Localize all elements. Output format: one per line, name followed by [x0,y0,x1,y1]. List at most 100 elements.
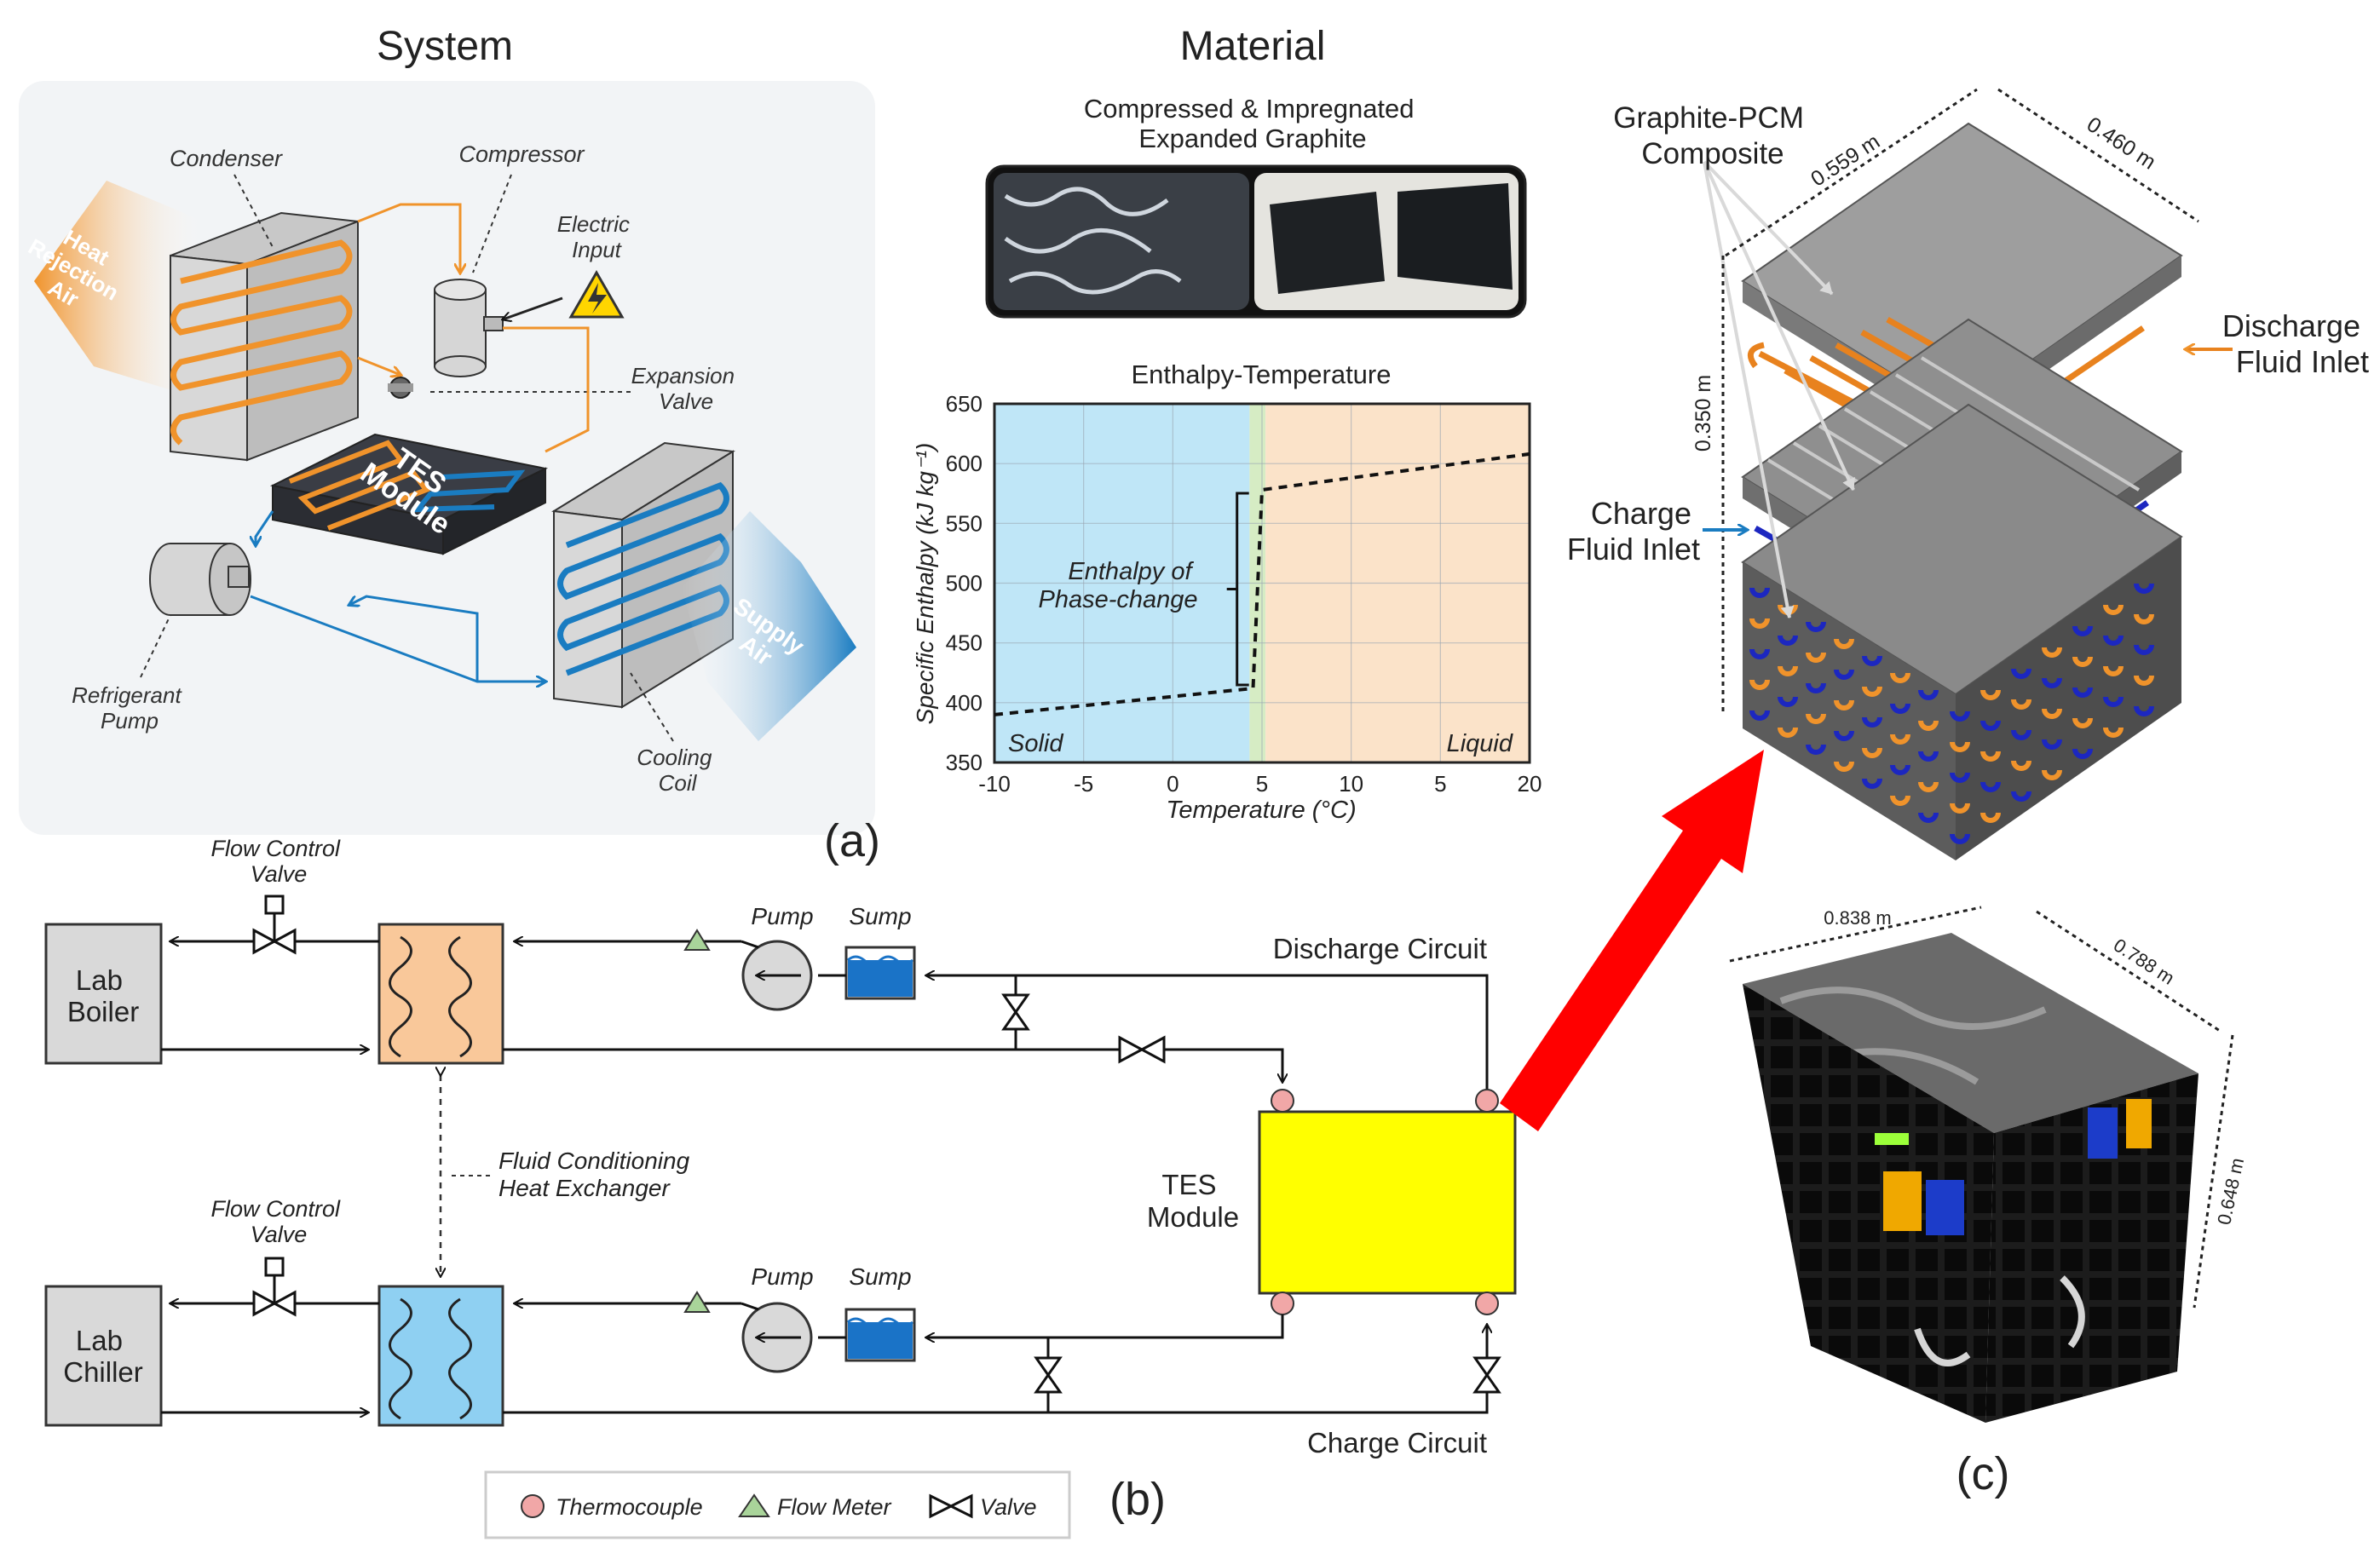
grid [994,404,1530,762]
tube-end-cap [2134,675,2154,686]
system-panel: System Heat Rejection Air Condenser Comp… [19,24,880,866]
tube-end-cap [2042,647,2062,658]
tube-end-cap [1749,587,1770,598]
dim-460: 0.460 m [2083,112,2160,175]
dim-559: 0.559 m [1807,129,1884,192]
pump-upper-label: Pump [751,903,813,929]
pump-lower-outlet [741,1302,759,1311]
refrigerant-cold-line-1 [256,510,274,545]
tube-end-cap [1778,727,1798,738]
flow-control-valve-upper-label: Flow Control Valve [210,836,346,887]
tube-end-cap [1918,781,1939,792]
tube-end-cap [2011,729,2031,740]
refrigerant-pump-leader [140,614,171,678]
x-tick-label: 5 [1256,771,1268,797]
tube-end-cap [1980,720,2001,731]
y-axis-label: Specific Enthalpy (kJ kg⁻¹) [912,443,938,725]
panel-a-label: (a) [824,815,880,866]
y-tick-label: 500 [946,571,983,596]
x-tick-label: 0 [1167,771,1178,797]
pump-lower-label: Pump [751,1263,813,1290]
phase-change-bracket [1226,492,1249,687]
crate-photo [1743,933,2198,1423]
tube-end-cap [1980,812,2001,823]
composite-pointer-1 [1703,160,1834,296]
tube-end-cap [1749,618,1770,629]
valve-lower-bypass [1034,1356,1063,1394]
tube-end-cap [1834,669,1854,680]
panel-c-label: (c) [1956,1448,2010,1499]
valve-upper-main [1118,1035,1166,1064]
legend-flow-meter-icon [738,1493,770,1517]
tube-end-cap [2072,748,2093,759]
tube-end-cap [1749,648,1770,659]
tube-end-cap [2042,769,2062,780]
refrigerant-pump [149,543,251,616]
chart-title: Enthalpy-Temperature [1132,360,1392,389]
dim-350: 0.350 m [1691,375,1715,452]
tube-end-cap [1980,781,2001,792]
condenser-coil [170,211,359,462]
tube-end-cap [2134,644,2154,655]
y-tick-label: 350 [946,750,983,775]
tube-end-cap [1834,730,1854,741]
tes-module-b-label: TES Module [1147,1169,1239,1233]
discharge-return-line [926,975,1489,1099]
compressor [434,279,504,377]
tube-end-caps [1749,583,2154,844]
fluid-conditioning-label: Fluid Conditioning Heat Exchanger [498,1148,696,1201]
electric-input-label: Electric Input [557,211,636,262]
lab-chiller [44,1285,163,1427]
plot-frame [993,402,1531,764]
tube-end-cap [1918,812,1939,823]
tube-end-cap [1862,716,1882,728]
tube-end-cap [1778,696,1798,707]
dim-788-line [2036,910,2221,1033]
tube-end-cap [1890,703,1910,714]
charge-inlet-label: Charge Fluid Inlet [1567,496,1700,567]
x-axis-label: Temperature (°C) [1166,797,1356,824]
y-tick-label: 550 [946,510,983,536]
sump-lower-water [848,1322,913,1359]
discharge-inlet-label: Discharge Fluid Inlet [2222,308,2369,379]
x-tick-label: 20 [1518,771,1542,797]
x-tick-label: -5 [1074,771,1093,797]
tube-end-cap [1806,621,1826,632]
charge-circuit-label: Charge Circuit [1307,1427,1487,1458]
sump-lower-label: Sump [849,1263,911,1290]
dim-460-line [1997,88,2199,223]
tube-end-cap [1890,733,1910,745]
heat-rejection-air-arrow [34,181,205,400]
refrigerant-cold-line-3 [349,595,479,682]
cooling-coil-label: Cooling Coil [637,745,717,796]
thermocouple-br [1475,1291,1499,1315]
tube-end-cap [1778,665,1798,676]
tube-end-cap [1950,833,1970,844]
electric-input-arrow [503,296,563,319]
tube-end-cap [1862,747,1882,758]
pump-upper-outlet [741,940,759,949]
condenser-leader [233,174,274,248]
tube-end-cap [2072,656,2093,667]
tube-end-cap [1862,686,1882,697]
tube-end-cap [1918,689,1939,700]
thermocouple-tl [1271,1089,1294,1113]
tube-end-cap [1834,638,1854,649]
compressor-leader [472,174,512,273]
hx-upper-coil [389,935,472,1058]
tube-end-cap [1918,751,1939,762]
tube-end-cap [1806,682,1826,693]
schematic-panel: Lab Boiler Lab Chiller Fluid Conditionin… [44,836,1517,1539]
composite-pointer-2 [1703,161,1855,491]
graphite-pcm-label: Graphite-PCM Composite [1613,101,1812,170]
tube-end-cap [2042,739,2062,750]
system-title: System [377,24,513,69]
tube-end-cap [1950,772,1970,783]
hx-upper [377,923,504,1065]
condenser-tube [170,239,353,446]
tube-end-cap [1806,744,1826,755]
y-tick-label: 400 [946,690,983,716]
tube-end-cap [2011,668,2031,679]
tube-end-cap [1749,710,1770,721]
